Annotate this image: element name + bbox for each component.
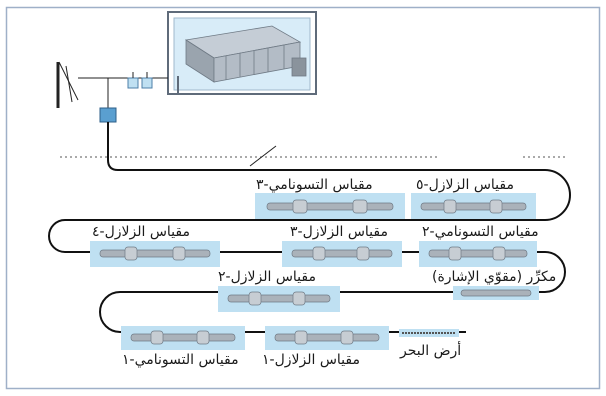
shore-link xyxy=(78,72,168,108)
sensor-seismometer-2 xyxy=(218,286,340,312)
landing-station-box xyxy=(99,107,117,123)
label-seabed: أرض البحر xyxy=(400,343,462,359)
label-seismometer-5: مقياس الزلازل-٥ xyxy=(416,177,514,193)
seafloor-cable xyxy=(48,122,571,333)
pointer-line xyxy=(249,145,277,167)
label-tsunameter-1: مقياس التسونامي-١ xyxy=(122,352,239,368)
label-tsunameter-2: مقياس التسونامي-٢ xyxy=(422,224,539,240)
land-station-building xyxy=(167,11,317,95)
sensor-repeater xyxy=(453,286,539,300)
label-seismometer-1: مقياس الزلازل-١ xyxy=(262,352,360,368)
label-tsunameter-3: مقياس التسونامي-٣ xyxy=(256,177,373,193)
sensor-seismometer-1 xyxy=(265,326,389,350)
computer-racks-icon xyxy=(184,25,307,83)
label-seismometer-3: مقياس الزلازل-٣ xyxy=(290,224,388,240)
label-repeater: مكرِّر (مقوّي الإشارة) xyxy=(432,269,557,285)
sensor-seismometer-4 xyxy=(90,241,220,267)
seabed-terminal xyxy=(399,329,459,337)
sensor-tsunameter-2 xyxy=(419,241,537,267)
sensor-tsunameter-3 xyxy=(255,193,405,219)
sensor-tsunameter-1 xyxy=(121,326,245,350)
sensor-seismometer-3 xyxy=(282,241,402,267)
label-seismometer-2: مقياس الزلازل-٢ xyxy=(218,269,316,285)
label-seismometer-4: مقياس الزلازل-٤ xyxy=(92,224,190,240)
antenna-mast-icon xyxy=(56,61,79,108)
sensor-seismometer-5 xyxy=(411,193,536,219)
outer-frame xyxy=(5,6,601,390)
